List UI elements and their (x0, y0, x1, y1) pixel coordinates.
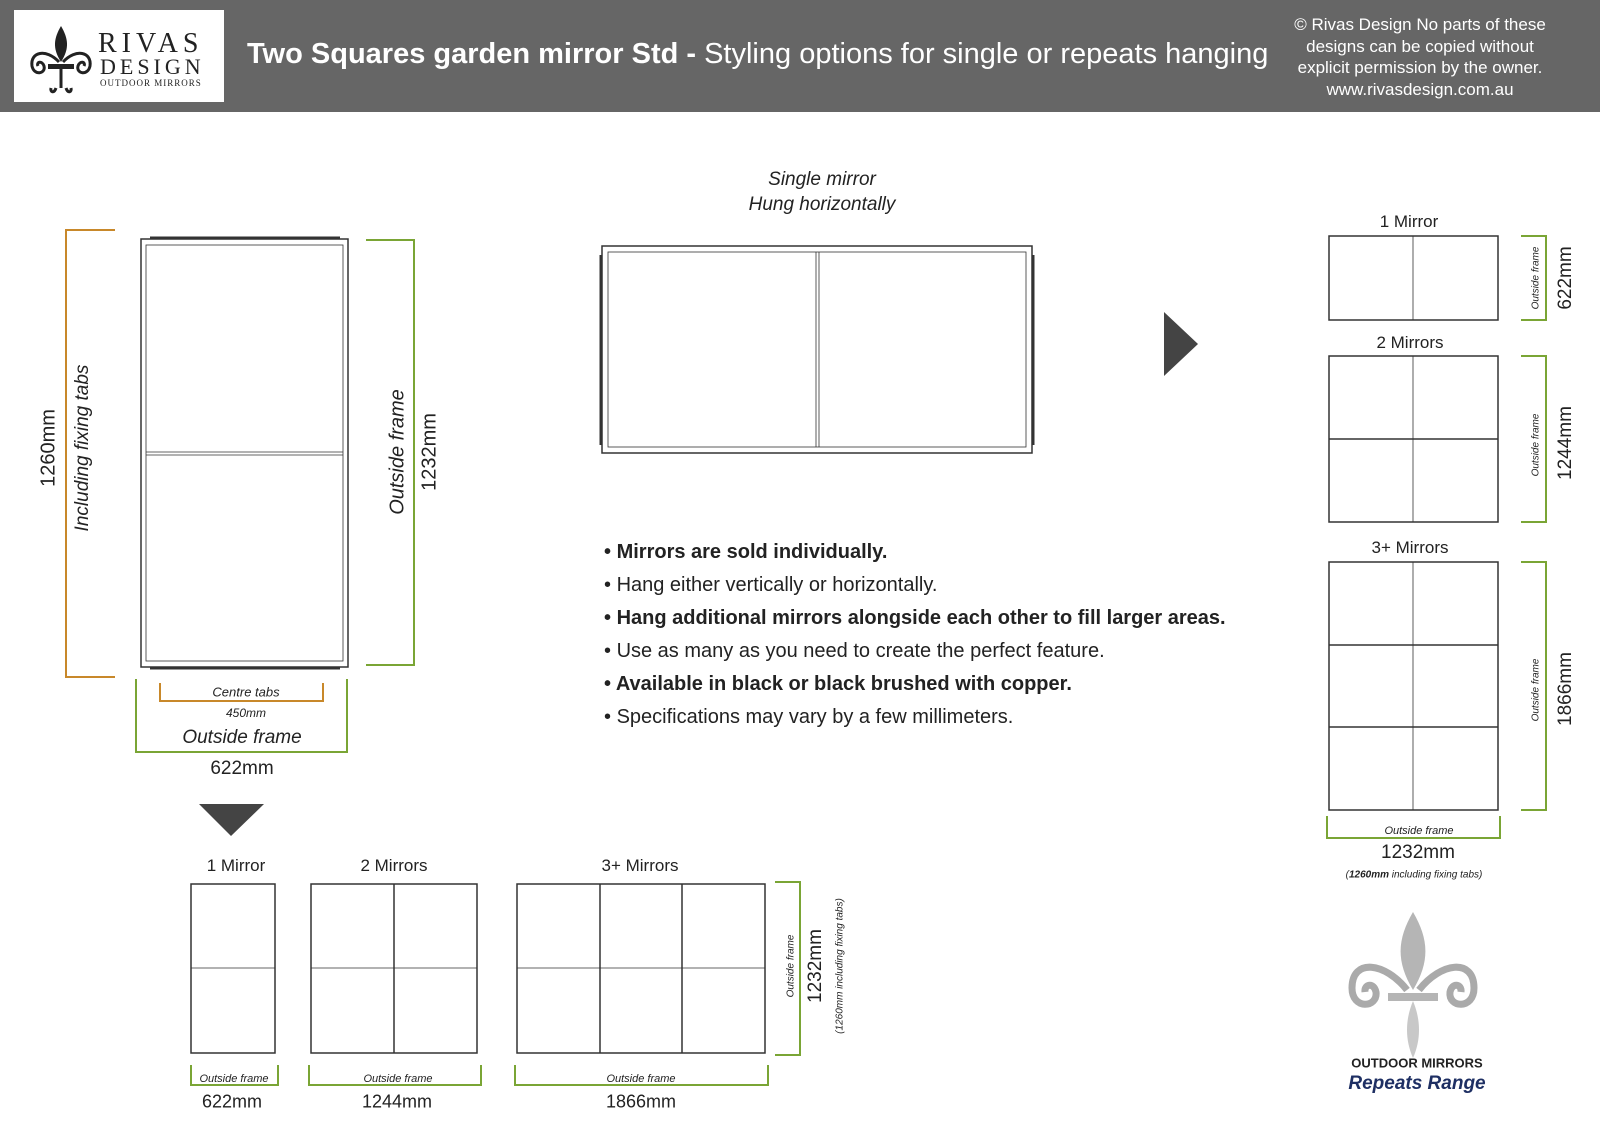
feature-list: • Mirrors are sold individually. • Hang … (604, 540, 1226, 738)
right-two-label: 2 Mirrors (1376, 333, 1444, 352)
height-frame-value: 1232mm (418, 413, 441, 491)
copyright-line: designs can be copied without (1306, 36, 1534, 56)
page-title: Two Squares garden mirror Std - Styling … (247, 38, 1268, 71)
brand-name-2: DESIGN (100, 54, 205, 79)
bottom-one-frame: Outside frame (199, 1073, 269, 1085)
right-one-label: 1 Mirror (1379, 212, 1439, 231)
height-total-note: Including fixing tabs (72, 364, 93, 532)
height-frame-bracket (366, 239, 415, 666)
right-width-frame: Outside frame (1384, 825, 1454, 837)
horizontal-mirror-drawing (599, 245, 1035, 454)
bottom-three-size: 1866mm (605, 1091, 677, 1112)
right-three-height-bracket (1521, 561, 1547, 811)
feature-item: • Hang either vertically or horizontally… (604, 574, 938, 596)
centre-tabs-value: 450mm (225, 706, 267, 720)
feature-item: • Hang additional mirrors alongside each… (604, 607, 1226, 629)
bottom-three-label: 3+ Mirrors (601, 856, 679, 875)
range-line-1: OUTDOOR MIRRORS (1351, 1055, 1483, 1071)
copyright-notice: © Rivas Design No parts of these designs… (1270, 14, 1570, 100)
feature-item: • Use as many as you need to create the … (604, 640, 1105, 662)
bottom-two-mirrors-drawing (310, 883, 478, 1054)
brand-logo: RIVAS DESIGN OUTDOOR MIRRORS (14, 10, 224, 102)
header-bar: RIVAS DESIGN OUTDOOR MIRRORS Two Squares… (0, 0, 1600, 112)
bottom-one-size: 622mm (201, 1091, 263, 1112)
bottom-three-frame: Outside frame (606, 1073, 676, 1085)
horizontal-caption-1: Single mirror (768, 169, 876, 190)
bottom-one-mirror-drawing (190, 883, 276, 1054)
right-three-mirrors-drawing (1328, 561, 1499, 811)
right-two-frame: Outside frame (1530, 413, 1542, 477)
arrow-down-icon (199, 804, 264, 836)
main-mirror-drawing (140, 236, 349, 670)
height-including-tabs-bracket (65, 229, 115, 678)
right-one-size: 622mm (1555, 246, 1576, 310)
range-line-2: Repeats Range (1348, 1073, 1486, 1094)
website-link[interactable]: www.rivasdesign.com.au (1326, 79, 1514, 99)
right-one-height-bracket (1521, 235, 1547, 321)
bottom-height-note: (1260mm including fixing tabs) (834, 898, 846, 1034)
height-frame-label: Outside frame (386, 389, 409, 515)
bottom-two-size: 1244mm (361, 1091, 433, 1112)
right-three-label: 3+ Mirrors (1371, 538, 1449, 557)
fleur-de-lis-emblem (1348, 912, 1478, 1058)
bottom-height-frame: Outside frame (785, 934, 797, 998)
right-two-mirrors-drawing (1328, 355, 1499, 523)
right-one-frame: Outside frame (1530, 246, 1542, 310)
width-frame-label: Outside frame (182, 727, 302, 748)
feature-item: • Specifications may vary by a few milli… (604, 706, 1014, 728)
arrow-right-icon (1164, 312, 1198, 376)
right-two-height-bracket (1521, 355, 1547, 523)
brand-tagline: OUTDOOR MIRRORS (100, 78, 202, 88)
bottom-one-width-bracket (190, 1065, 279, 1086)
feature-item: • Mirrors are sold individually. (604, 541, 888, 563)
right-three-frame: Outside frame (1530, 658, 1542, 722)
right-width-value: 1232mm (1381, 842, 1455, 863)
centre-tabs-bracket (159, 683, 324, 702)
right-two-size: 1244mm (1555, 406, 1576, 480)
height-total-label: 1260mm (37, 409, 60, 487)
width-frame-bracket (135, 679, 348, 753)
bottom-three-width-bracket (514, 1065, 769, 1086)
bottom-two-width-bracket (308, 1065, 482, 1086)
right-one-mirror-drawing (1328, 235, 1499, 321)
bottom-three-mirrors-drawing (516, 883, 766, 1054)
bottom-one-label: 1 Mirror (206, 856, 266, 875)
fleur-de-lis-icon (30, 26, 92, 94)
title-rest: Styling options for single or repeats ha… (704, 38, 1269, 70)
right-width-note: (1260mm including fixing tabs) (1345, 869, 1483, 881)
bottom-two-frame: Outside frame (363, 1073, 433, 1085)
bottom-height-bracket (775, 881, 801, 1056)
title-bold: Two Squares garden mirror Std - (247, 38, 705, 70)
bottom-two-label: 2 Mirrors (360, 856, 428, 875)
bottom-height-value: 1232mm (805, 929, 826, 1003)
width-frame-value: 622mm (210, 758, 274, 779)
horizontal-caption-2: Hung horizontally (748, 194, 896, 215)
right-width-bracket (1326, 816, 1501, 839)
copyright-line: explicit permission by the owner. (1297, 58, 1543, 77)
feature-item: • Available in black or black brushed wi… (604, 673, 1072, 695)
brand-name: RIVAS (98, 28, 204, 59)
right-three-size: 1866mm (1555, 652, 1576, 726)
centre-tabs-label: Centre tabs (212, 684, 280, 700)
copyright-line: © Rivas Design No parts of these (1294, 15, 1546, 34)
